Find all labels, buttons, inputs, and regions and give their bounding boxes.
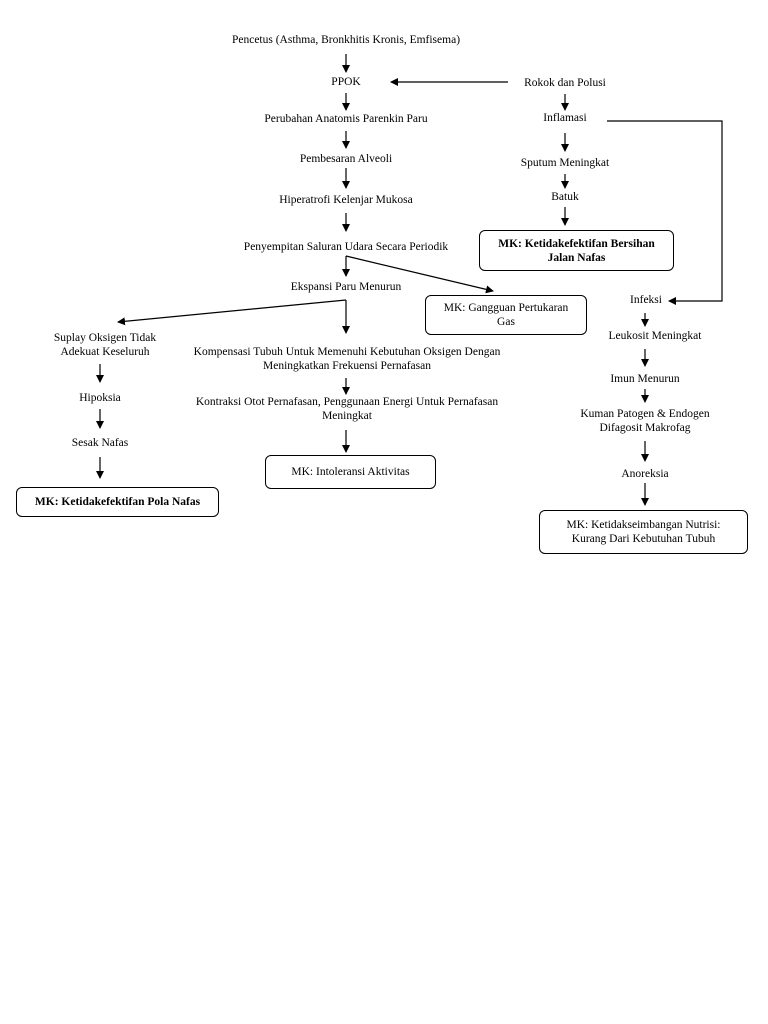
mk-bersihan-jalan-nafas-box: MK: Ketidakefektifan Bersihan Jalan Nafa… [479, 230, 674, 271]
arrow-inflamasi-infeksi [607, 120, 723, 305]
node-penyempitan: Penyempitan Saluran Udara Secara Periodi… [243, 241, 449, 253]
node-kompensasi: Kompensasi Tubuh Untuk Memenuhi Kebutuha… [172, 345, 522, 373]
mk-nutrisi-line-2: Kurang Dari Kebutuhan Tubuh [571, 533, 716, 545]
mk-gas-line-1: MK: Gangguan Pertukaran [443, 302, 569, 314]
node-suplay-oksigen: Suplay Oksigen Tidak Adekuat Keseluruh [30, 331, 180, 359]
arrow-penyempitan-gas [345, 255, 494, 294]
node-leukosit: Leukosit Meningkat [608, 330, 702, 342]
node-hipoksia: Hipoksia [79, 392, 121, 404]
node-infeksi: Infeksi [630, 294, 662, 306]
node-kuman-patogen: Kuman Patogen & Endogen Difagosit Makrof… [565, 407, 725, 435]
mk-nutrisi-line-1: MK: Ketidakseimbangan Nutrisi: [566, 519, 721, 531]
node-kuman-line-1: Kuman Patogen & Endogen [580, 408, 710, 420]
arrow-ekspansi-suplay [117, 299, 347, 326]
node-hiperatrofi: Hiperatrofi Kelenjar Mukosa [279, 194, 413, 206]
node-pencetus: Pencetus (Asthma, Bronkhitis Kronis, Emf… [231, 34, 461, 46]
node-kompensasi-line-2: Meningkatkan Frekuensi Pernafasan [263, 360, 431, 372]
node-imun-menurun: Imun Menurun [610, 373, 680, 385]
node-kontraksi-line-1: Kontraksi Otot Pernafasan, Penggunaan En… [195, 396, 499, 408]
mk-intoleransi-box: MK: Intoleransi Aktivitas [265, 455, 436, 489]
node-kontraksi-line-2: Meningkat [322, 410, 372, 422]
node-rokok-polusi: Rokok dan Polusi [524, 77, 606, 89]
mk-bersihan-line-2: Jalan Nafas [547, 251, 606, 264]
node-ekspansi-paru: Ekspansi Paru Menurun [290, 281, 402, 293]
node-batuk: Batuk [551, 191, 579, 203]
mk-pertukaran-gas-box: MK: Gangguan Pertukaran Gas [425, 295, 587, 335]
node-ppok: PPOK [331, 76, 361, 88]
mk-pola-nafas-box: MK: Ketidakefektifan Pola Nafas [16, 487, 219, 517]
node-kuman-line-2: Difagosit Makrofag [599, 422, 691, 434]
node-inflamasi: Inflamasi [543, 112, 587, 124]
node-kontraksi: Kontraksi Otot Pernafasan, Penggunaan En… [172, 395, 522, 423]
node-suplay-line-2: Adekuat Keseluruh [60, 346, 150, 358]
node-sesak-nafas: Sesak Nafas [71, 437, 129, 449]
node-perubahan-anatomis: Perubahan Anatomis Parenkin Paru [264, 113, 428, 125]
node-kompensasi-line-1: Kompensasi Tubuh Untuk Memenuhi Kebutuha… [193, 346, 501, 358]
node-anoreksia: Anoreksia [621, 468, 669, 480]
node-suplay-line-1: Suplay Oksigen Tidak [53, 332, 157, 344]
mk-nutrisi-box: MK: Ketidakseimbangan Nutrisi: Kurang Da… [539, 510, 748, 554]
mk-bersihan-line-1: MK: Ketidakefektifan Bersihan [498, 237, 655, 250]
mk-gas-line-2: Gas [497, 316, 515, 328]
node-sputum: Sputum Meningkat [520, 157, 610, 169]
node-pembesaran-alveoli: Pembesaran Alveoli [299, 153, 393, 165]
